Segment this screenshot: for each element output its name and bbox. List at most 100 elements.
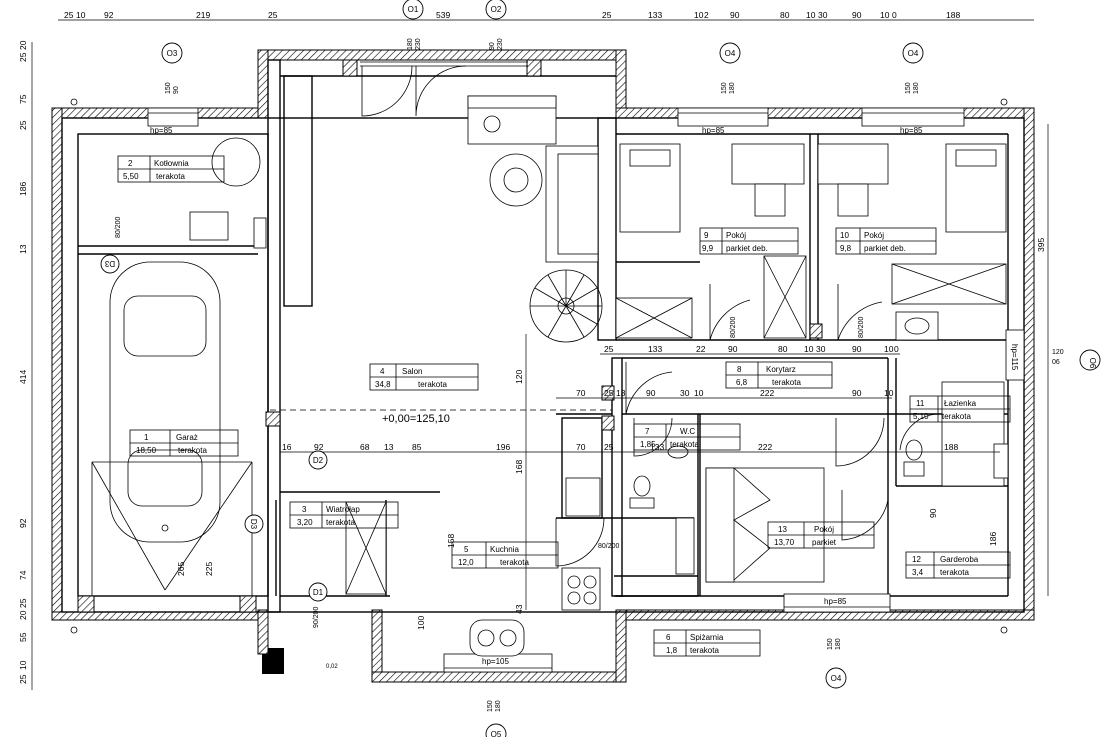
svg-text:150: 150 bbox=[165, 82, 172, 94]
window-label: hp=85 bbox=[900, 126, 923, 135]
svg-text:Łazienka: Łazienka bbox=[944, 399, 977, 408]
svg-text:13: 13 bbox=[778, 525, 787, 534]
room-label-pokoj-9: 9 Pokój 9,9 parkiet deb. bbox=[699, 227, 799, 255]
svg-text:219: 219 bbox=[196, 10, 210, 20]
svg-text:133: 133 bbox=[648, 344, 662, 354]
svg-text:92: 92 bbox=[104, 10, 114, 20]
svg-text:0: 0 bbox=[894, 344, 899, 354]
svg-text:11: 11 bbox=[916, 399, 925, 408]
svg-text:539: 539 bbox=[436, 10, 450, 20]
svg-text:terakota: terakota bbox=[326, 518, 355, 527]
inner-dimension-line-a: 70 25 13 90 30 10 222 90 10 bbox=[556, 388, 894, 399]
svg-text:20: 20 bbox=[18, 40, 28, 50]
svg-text:12,0: 12,0 bbox=[458, 558, 474, 567]
window-label: hp=115 bbox=[1010, 344, 1019, 371]
svg-text:188: 188 bbox=[944, 442, 958, 452]
svg-text:80/200: 80/200 bbox=[858, 316, 865, 338]
svg-text:230: 230 bbox=[497, 38, 504, 50]
svg-text:terakota: terakota bbox=[178, 446, 207, 455]
svg-text:9,9: 9,9 bbox=[702, 244, 714, 253]
svg-text:terakota: terakota bbox=[418, 380, 447, 389]
svg-text:O1: O1 bbox=[408, 5, 419, 14]
svg-text:Kotłownia: Kotłownia bbox=[154, 159, 189, 168]
svg-text:186: 186 bbox=[18, 182, 28, 196]
svg-text:85: 85 bbox=[412, 442, 422, 452]
svg-text:133: 133 bbox=[648, 10, 662, 20]
room-label-pokoj-10: 10 Pokój 9,8 parkiet deb. bbox=[835, 227, 937, 255]
svg-text:O3: O3 bbox=[167, 49, 178, 58]
svg-text:Pokój: Pokój bbox=[814, 525, 834, 534]
svg-text:34,8: 34,8 bbox=[375, 380, 391, 389]
svg-text:10: 10 bbox=[880, 10, 890, 20]
axis-o2 bbox=[485, 0, 507, 20]
svg-text:O4: O4 bbox=[908, 49, 919, 58]
room-label-lazienka: 11 Łazienka 5,10 terakota bbox=[909, 395, 1011, 423]
svg-text:terakota: terakota bbox=[670, 440, 699, 449]
svg-text:Salon: Salon bbox=[402, 367, 422, 376]
svg-text:90: 90 bbox=[852, 388, 862, 398]
svg-text:10: 10 bbox=[884, 388, 894, 398]
room-label-korytarz: 8 Korytarz 6,8 terakota bbox=[725, 361, 833, 389]
svg-text:158: 158 bbox=[446, 534, 456, 548]
svg-text:parkiet deb.: parkiet deb. bbox=[726, 244, 768, 253]
svg-text:0: 0 bbox=[892, 10, 897, 20]
svg-text:terakota: terakota bbox=[690, 646, 719, 655]
room-label-garaz: 1 Garaż 18,50 terakota bbox=[129, 429, 239, 457]
svg-text:D1: D1 bbox=[313, 588, 324, 597]
axis-o4 bbox=[719, 42, 741, 64]
svg-text:90: 90 bbox=[173, 86, 180, 94]
svg-text:Wiatrołap: Wiatrołap bbox=[326, 505, 360, 514]
svg-text:terakota: terakota bbox=[940, 568, 969, 577]
svg-text:D3: D3 bbox=[104, 259, 115, 268]
svg-text:133: 133 bbox=[650, 442, 664, 452]
axis-d3 bbox=[244, 514, 264, 534]
svg-text:D3: D3 bbox=[249, 519, 258, 530]
svg-text:30: 30 bbox=[818, 10, 828, 20]
spiral-stairs bbox=[529, 269, 603, 343]
svg-text:80: 80 bbox=[778, 344, 788, 354]
svg-text:180: 180 bbox=[913, 82, 920, 94]
svg-text:395: 395 bbox=[1036, 238, 1046, 252]
svg-text:20: 20 bbox=[18, 610, 28, 620]
svg-text:Korytarz: Korytarz bbox=[766, 365, 796, 374]
svg-text:Kuchnia: Kuchnia bbox=[490, 545, 519, 554]
svg-text:150: 150 bbox=[721, 82, 728, 94]
axis-o1 bbox=[402, 0, 424, 20]
svg-text:168: 168 bbox=[514, 460, 524, 474]
svg-text:22: 22 bbox=[696, 344, 706, 354]
window-label: hp=85 bbox=[702, 126, 725, 135]
svg-text:1,85: 1,85 bbox=[640, 440, 656, 449]
axis-o3 bbox=[161, 42, 183, 64]
furniture bbox=[91, 95, 1009, 657]
svg-text:O2: O2 bbox=[491, 5, 502, 14]
window-label: hp=85 bbox=[824, 597, 847, 606]
svg-text:30: 30 bbox=[816, 344, 826, 354]
axis-o6 bbox=[1079, 349, 1101, 371]
svg-text:80/200: 80/200 bbox=[598, 543, 620, 550]
svg-text:25: 25 bbox=[604, 388, 614, 398]
axis-markers: O1 O2 O3 O4 O4 O4 O5 O6 D2 D1 D3 D3 bbox=[100, 0, 1101, 737]
svg-text:18,50: 18,50 bbox=[136, 446, 157, 455]
inner-dimension-line-b: 16 92 68 13 85 196 70 25 133 222 188 bbox=[280, 442, 1000, 453]
window-label: hp=85 bbox=[150, 126, 173, 135]
middle-dimension-line: 25 133 22 90 80 10 30 90 10 0 bbox=[600, 344, 900, 355]
svg-text:90: 90 bbox=[852, 344, 862, 354]
corner-markers bbox=[70, 98, 1008, 634]
svg-text:90: 90 bbox=[728, 344, 738, 354]
svg-text:O5: O5 bbox=[491, 730, 502, 737]
window-label: hp=105 bbox=[482, 657, 509, 666]
svg-text:90: 90 bbox=[852, 10, 862, 20]
svg-text:Spiżarnia: Spiżarnia bbox=[690, 633, 724, 642]
svg-text:Garaż: Garaż bbox=[176, 433, 198, 442]
svg-text:25: 25 bbox=[64, 10, 74, 20]
svg-text:25: 25 bbox=[18, 120, 28, 130]
svg-text:188: 188 bbox=[946, 10, 960, 20]
svg-text:10: 10 bbox=[76, 10, 86, 20]
svg-text:25: 25 bbox=[18, 52, 28, 62]
axis-d3 bbox=[100, 254, 120, 274]
svg-text:terakota: terakota bbox=[942, 412, 971, 421]
svg-text:6: 6 bbox=[666, 633, 671, 642]
svg-text:100: 100 bbox=[416, 616, 426, 630]
svg-text:80: 80 bbox=[780, 10, 790, 20]
